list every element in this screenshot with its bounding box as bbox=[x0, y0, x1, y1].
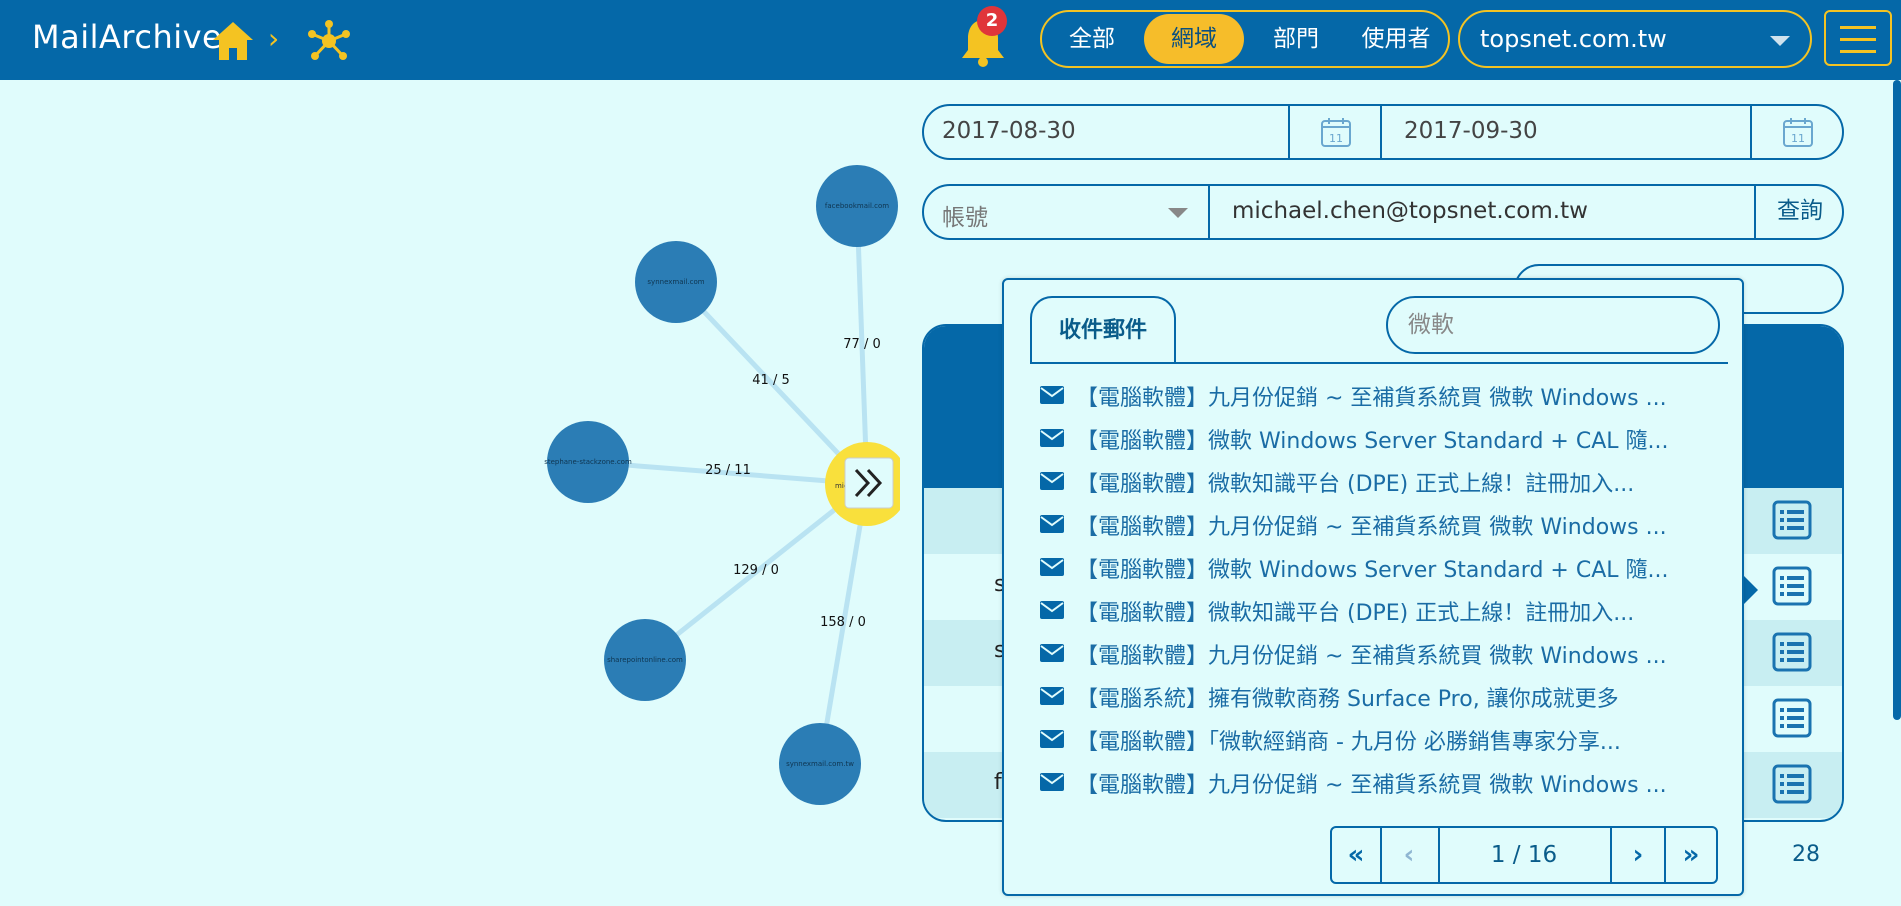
mail-subject: 【電腦軟體】「微軟經銷商 - 九月份 必勝銷售專家分享... bbox=[1076, 730, 1621, 755]
query-button[interactable]: 查詢 bbox=[1777, 198, 1823, 224]
envelope-icon bbox=[1040, 687, 1064, 705]
calendar-icon[interactable]: 11 bbox=[1320, 116, 1352, 148]
mail-subject: 【電腦軟體】微軟知識平台 (DPE) 正式上線！註冊加入... bbox=[1076, 472, 1635, 497]
field-type-select[interactable]: 帳號 bbox=[942, 205, 988, 231]
chevron-down-icon bbox=[1168, 208, 1188, 218]
envelope-icon bbox=[1040, 558, 1064, 576]
scope-toggle-group: 全部 網域 部門 使用者 bbox=[1040, 10, 1450, 68]
menu-button[interactable] bbox=[1824, 10, 1892, 66]
edge-label: 25 / 11 bbox=[705, 463, 751, 478]
domain-network-graph: facebookmail.com synnexmail.com stephane… bbox=[544, 165, 900, 805]
envelope-icon bbox=[1040, 730, 1064, 748]
mail-list-item[interactable]: 【電腦軟體】九月份促銷 ~ 至補貨系統買 微軟 Windows ... bbox=[1040, 507, 1720, 541]
envelope-icon bbox=[1040, 429, 1064, 447]
mail-list-item[interactable]: 【電腦軟體】微軟知識平台 (DPE) 正式上線！註冊加入... bbox=[1040, 593, 1720, 627]
next-page-button[interactable]: › bbox=[1632, 840, 1644, 870]
svg-text:11: 11 bbox=[1791, 132, 1805, 145]
mail-list-item[interactable]: 【電腦軟體】微軟 Windows Server Standard + CAL 隨… bbox=[1040, 421, 1720, 455]
last-page-button[interactable]: » bbox=[1682, 840, 1700, 870]
list-detail-icon[interactable] bbox=[1772, 632, 1812, 672]
edge-label: 129 / 0 bbox=[733, 563, 779, 578]
scope-tab-domain[interactable]: 網域 bbox=[1144, 14, 1244, 64]
table-row[interactable] bbox=[924, 686, 1842, 752]
mail-subject: 【電腦系統】擁有微軟商務 Surface Pro, 讓你成就更多 bbox=[1076, 687, 1619, 712]
start-date-input[interactable]: 2017-08-30 bbox=[942, 118, 1076, 144]
date-range-group bbox=[922, 104, 1844, 160]
mail-list-item[interactable]: 【電腦軟體】九月份促銷 ~ 至補貨系統買 微軟 Windows ... bbox=[1040, 378, 1720, 412]
scope-tab-all[interactable]: 全部 bbox=[1069, 26, 1115, 52]
graph-node[interactable]: sharepointonline.com bbox=[604, 619, 686, 701]
mail-subject: 【電腦軟體】九月份促銷 ~ 至補貨系統買 微軟 Windows ... bbox=[1076, 773, 1667, 798]
graph-node[interactable]: facebookmail.com bbox=[816, 165, 898, 247]
scope-tab-department[interactable]: 部門 bbox=[1273, 26, 1319, 52]
envelope-icon bbox=[1040, 773, 1064, 791]
prev-page-button[interactable]: ‹ bbox=[1403, 840, 1415, 870]
envelope-icon bbox=[1040, 601, 1064, 619]
mail-list-item[interactable]: 【電腦軟體】微軟 Windows Server Standard + CAL 隨… bbox=[1040, 550, 1720, 584]
svg-text:sharepointonline.com: sharepointonline.com bbox=[607, 656, 683, 664]
domain-select[interactable]: topsnet.com.tw bbox=[1458, 10, 1812, 68]
graph-node[interactable]: synnexmail.com.tw bbox=[779, 723, 861, 805]
popover-pointer bbox=[1744, 576, 1758, 604]
tab-received-mail[interactable]: 收件郵件 bbox=[1030, 296, 1176, 364]
page-scrollbar[interactable] bbox=[1893, 80, 1901, 720]
mail-search-input[interactable]: 微軟 bbox=[1386, 296, 1720, 354]
table-row[interactable]: s bbox=[924, 554, 1842, 620]
pagination: « ‹ 1 / 16 › » bbox=[1330, 826, 1718, 884]
graph-node[interactable]: stephane-stackzone.com bbox=[544, 421, 632, 503]
svg-text:synnexmail.com.tw: synnexmail.com.tw bbox=[786, 760, 854, 768]
list-detail-icon[interactable] bbox=[1772, 566, 1812, 606]
top-bar: MailArchive › 2 全部 網域 部門 使用者 topsnet.com… bbox=[0, 0, 1901, 80]
total-count: 28 bbox=[1792, 842, 1820, 867]
edge-label: 158 / 0 bbox=[820, 615, 866, 630]
mail-list-popup: 收件郵件 微軟 【電腦軟體】九月份促銷 ~ 至補貨系統買 微軟 Windows … bbox=[1002, 278, 1744, 896]
account-query-group bbox=[922, 184, 1844, 240]
first-page-button[interactable]: « bbox=[1347, 840, 1365, 870]
double-chevron-right-icon[interactable] bbox=[844, 457, 894, 509]
breadcrumb-chevron-icon: › bbox=[268, 22, 280, 55]
mail-subject: 【電腦軟體】微軟 Windows Server Standard + CAL 隨… bbox=[1076, 429, 1669, 454]
scope-tab-user[interactable]: 使用者 bbox=[1361, 26, 1431, 52]
mail-subject: 【電腦軟體】微軟知識平台 (DPE) 正式上線！註冊加入... bbox=[1076, 601, 1635, 626]
domain-select-value: topsnet.com.tw bbox=[1480, 25, 1667, 53]
home-icon[interactable] bbox=[210, 18, 256, 64]
mail-list-item[interactable]: 【電腦軟體】九月份促銷 ~ 至補貨系統買 微軟 Windows ... bbox=[1040, 765, 1720, 799]
mail-subject: 【電腦軟體】九月份促銷 ~ 至補貨系統買 微軟 Windows ... bbox=[1076, 386, 1667, 411]
end-date-input[interactable]: 2017-09-30 bbox=[1404, 118, 1538, 144]
chevron-down-icon bbox=[1770, 36, 1790, 46]
mail-list-item[interactable]: 【電腦系統】擁有微軟商務 Surface Pro, 讓你成就更多 bbox=[1040, 679, 1720, 713]
mail-list-item[interactable]: 【電腦軟體】微軟知識平台 (DPE) 正式上線！註冊加入... bbox=[1040, 464, 1720, 498]
mail-subject: 【電腦軟體】九月份促銷 ~ 至補貨系統買 微軟 Windows ... bbox=[1076, 644, 1667, 669]
svg-text:11: 11 bbox=[1329, 132, 1343, 145]
brand-logo[interactable]: MailArchive bbox=[32, 18, 223, 56]
mail-list-item[interactable]: 【電腦軟體】「微軟經銷商 - 九月份 必勝銷售專家分享... bbox=[1040, 722, 1720, 756]
mail-subject: 【電腦軟體】微軟 Windows Server Standard + CAL 隨… bbox=[1076, 558, 1669, 583]
network-graph-icon[interactable] bbox=[306, 18, 352, 64]
hamburger-icon bbox=[1840, 26, 1876, 29]
mail-list-item[interactable]: 【電腦軟體】九月份促銷 ~ 至補貨系統買 微軟 Windows ... bbox=[1040, 636, 1720, 670]
edge-label: 77 / 0 bbox=[843, 337, 880, 352]
svg-text:facebookmail.com: facebookmail.com bbox=[825, 202, 889, 210]
envelope-icon bbox=[1040, 472, 1064, 490]
page-indicator: 1 / 16 bbox=[1490, 842, 1558, 868]
envelope-icon bbox=[1040, 515, 1064, 533]
list-detail-icon[interactable] bbox=[1772, 500, 1812, 540]
edge-label: 41 / 5 bbox=[752, 373, 789, 388]
calendar-icon[interactable]: 11 bbox=[1782, 116, 1814, 148]
svg-text:synnexmail.com: synnexmail.com bbox=[647, 278, 704, 286]
svg-text:stephane-stackzone.com: stephane-stackzone.com bbox=[544, 458, 632, 466]
mail-subject: 【電腦軟體】九月份促銷 ~ 至補貨系統買 微軟 Windows ... bbox=[1076, 515, 1667, 540]
envelope-icon bbox=[1040, 386, 1064, 404]
notification-badge: 2 bbox=[977, 6, 1007, 36]
list-detail-icon[interactable] bbox=[1772, 698, 1812, 738]
envelope-icon bbox=[1040, 644, 1064, 662]
account-input[interactable]: michael.chen@topsnet.com.tw bbox=[1232, 198, 1588, 224]
list-detail-icon[interactable] bbox=[1772, 764, 1812, 804]
graph-node[interactable]: synnexmail.com bbox=[635, 241, 717, 323]
